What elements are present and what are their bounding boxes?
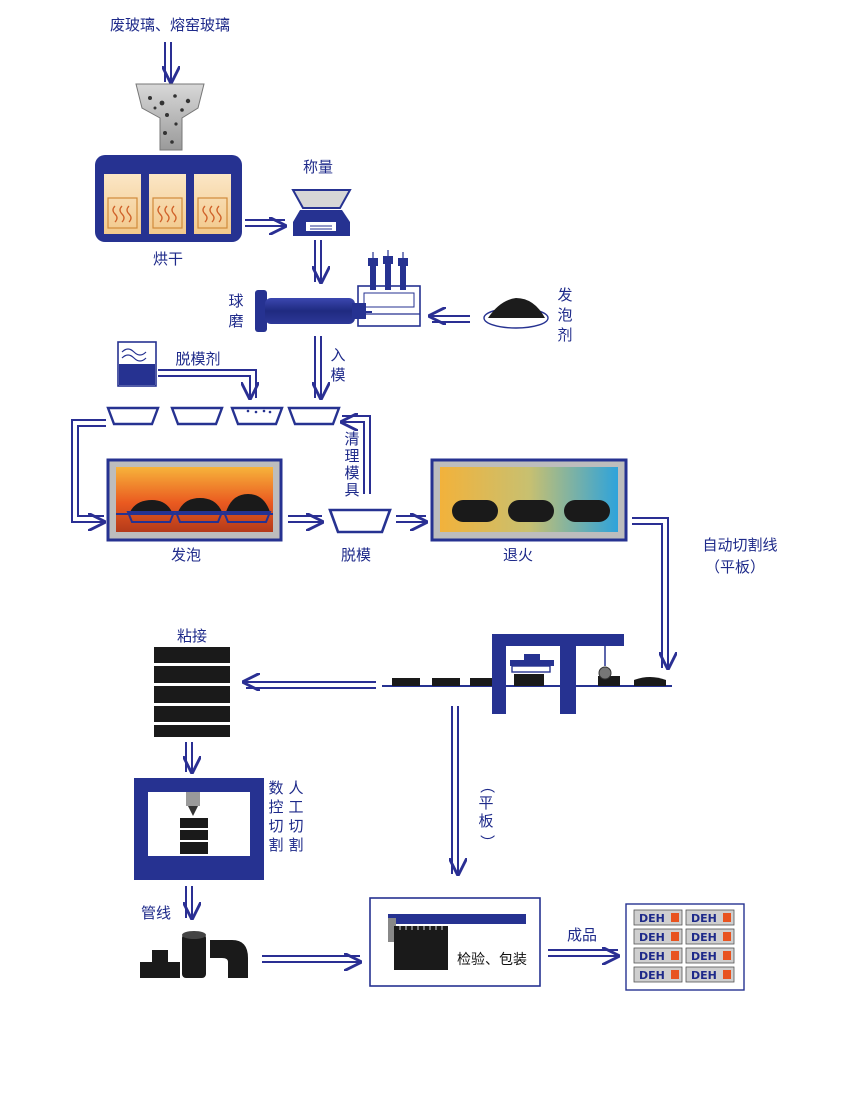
label-anneal: 退火 xyxy=(503,546,533,564)
inspection-station xyxy=(369,897,541,987)
label-demold: 脱模 xyxy=(341,546,371,564)
arrow-line-to-bond xyxy=(244,682,376,688)
product-box: DEH xyxy=(685,909,735,926)
release-agent-tank xyxy=(117,341,157,387)
label-manual-2: 工 xyxy=(288,798,303,816)
bonded-stack xyxy=(154,647,230,737)
product-grid: DEH DEH DEH DEH DEH DEH DEH DEH xyxy=(633,909,735,983)
label-pipe: 管线 xyxy=(141,904,171,922)
arrow-anneal-to-cut-line xyxy=(632,517,668,668)
arrow-cnc-to-pipe xyxy=(186,886,192,918)
annealing-furnace xyxy=(430,458,628,542)
arrow-pipe-to-inspect xyxy=(262,956,360,962)
arrow-input-to-hopper xyxy=(165,42,171,82)
label-ball-mill-2: 磨 xyxy=(228,312,243,330)
label-clean-mold-4: 具 xyxy=(344,481,359,499)
label-ball-mill-1: 球 xyxy=(228,292,243,310)
product-box: DEH xyxy=(633,909,683,926)
arrow-demold-to-anneal xyxy=(396,516,426,522)
product-box-brand: DEH xyxy=(691,969,717,982)
arrow-release-agent-to-molds xyxy=(158,369,256,398)
arrow-bond-to-cnc xyxy=(186,742,192,772)
label-inspect-pack: 检验、包装 xyxy=(457,952,527,968)
label-bond: 粘接 xyxy=(177,627,207,645)
product-box: DEH xyxy=(685,928,735,945)
label-cnc-4: 割 xyxy=(268,836,283,854)
label-manual-3: 切 xyxy=(288,817,303,835)
cutting-line xyxy=(382,634,672,714)
label-plate-v-3: 板 xyxy=(478,812,493,830)
ball-mill xyxy=(255,290,366,332)
label-clean-mold-3: 模 xyxy=(344,464,359,482)
arrow-mill-to-molds xyxy=(315,336,321,398)
arrow-dryer-to-scale xyxy=(245,220,285,226)
label-plate-v-4: ） xyxy=(478,834,496,849)
label-dry: 烘干 xyxy=(153,250,183,268)
label-foaming-agent-2: 泡 xyxy=(557,306,572,324)
label-foaming-agent-3: 剂 xyxy=(557,326,572,344)
product-box-brand: DEH xyxy=(691,912,717,925)
label-auto-cut-line: 自动切割线 xyxy=(702,536,777,554)
label-into-mold-2: 模 xyxy=(330,366,345,384)
arrow-clean-mold-return xyxy=(342,416,371,494)
label-plate-v-2: 平 xyxy=(478,794,493,812)
arrow-agent-to-mixer xyxy=(430,316,470,322)
pipe-fittings xyxy=(140,931,248,978)
dryer xyxy=(95,155,242,242)
label-foaming-agent-1: 发 xyxy=(557,286,572,304)
product-box: DEH xyxy=(685,966,735,983)
label-flat-plate: （平板） xyxy=(705,558,765,576)
product-box: DEH xyxy=(633,947,683,964)
mixer xyxy=(352,250,421,327)
label-into-mold-1: 入 xyxy=(330,346,345,364)
cnc-machine xyxy=(134,778,264,880)
arrow-line-to-inspect xyxy=(452,706,458,874)
scale xyxy=(291,189,352,236)
product-box-brand: DEH xyxy=(639,969,665,982)
arrow-molds-to-furnace xyxy=(71,419,106,522)
product-box: DEH xyxy=(685,947,735,964)
product-box: DEH xyxy=(633,928,683,945)
demold-tray xyxy=(328,508,392,534)
label-cnc-3: 切 xyxy=(268,817,283,835)
label-product: 成品 xyxy=(567,926,597,944)
foaming-agent-pile xyxy=(483,298,549,329)
label-release-agent: 脱模剂 xyxy=(175,350,220,368)
label-foam: 发泡 xyxy=(171,546,201,564)
foaming-furnace xyxy=(106,458,283,542)
label-weigh: 称量 xyxy=(303,158,333,176)
label-clean-mold-2: 理 xyxy=(344,447,359,465)
label-input: 废玻璃、熔窑玻璃 xyxy=(110,16,230,34)
mold-trays xyxy=(106,406,341,426)
label-manual-1: 人 xyxy=(288,779,303,797)
label-cnc-1: 数 xyxy=(268,779,283,797)
arrow-scale-to-mill xyxy=(315,240,321,282)
product-box-brand: DEH xyxy=(639,931,665,944)
label-clean-mold-1: 清 xyxy=(344,430,359,448)
product-box-brand: DEH xyxy=(639,950,665,963)
product-box: DEH xyxy=(633,966,683,983)
product-box-brand: DEH xyxy=(691,931,717,944)
label-plate-v-1: （ xyxy=(478,778,496,793)
arrow-inspect-to-product xyxy=(548,950,618,956)
hopper xyxy=(135,83,205,151)
product-box-brand: DEH xyxy=(691,950,717,963)
product-box-brand: DEH xyxy=(639,912,665,925)
label-manual-4: 割 xyxy=(288,836,303,854)
arrow-furnace-to-demold xyxy=(288,516,322,522)
label-cnc-2: 控 xyxy=(268,798,283,816)
